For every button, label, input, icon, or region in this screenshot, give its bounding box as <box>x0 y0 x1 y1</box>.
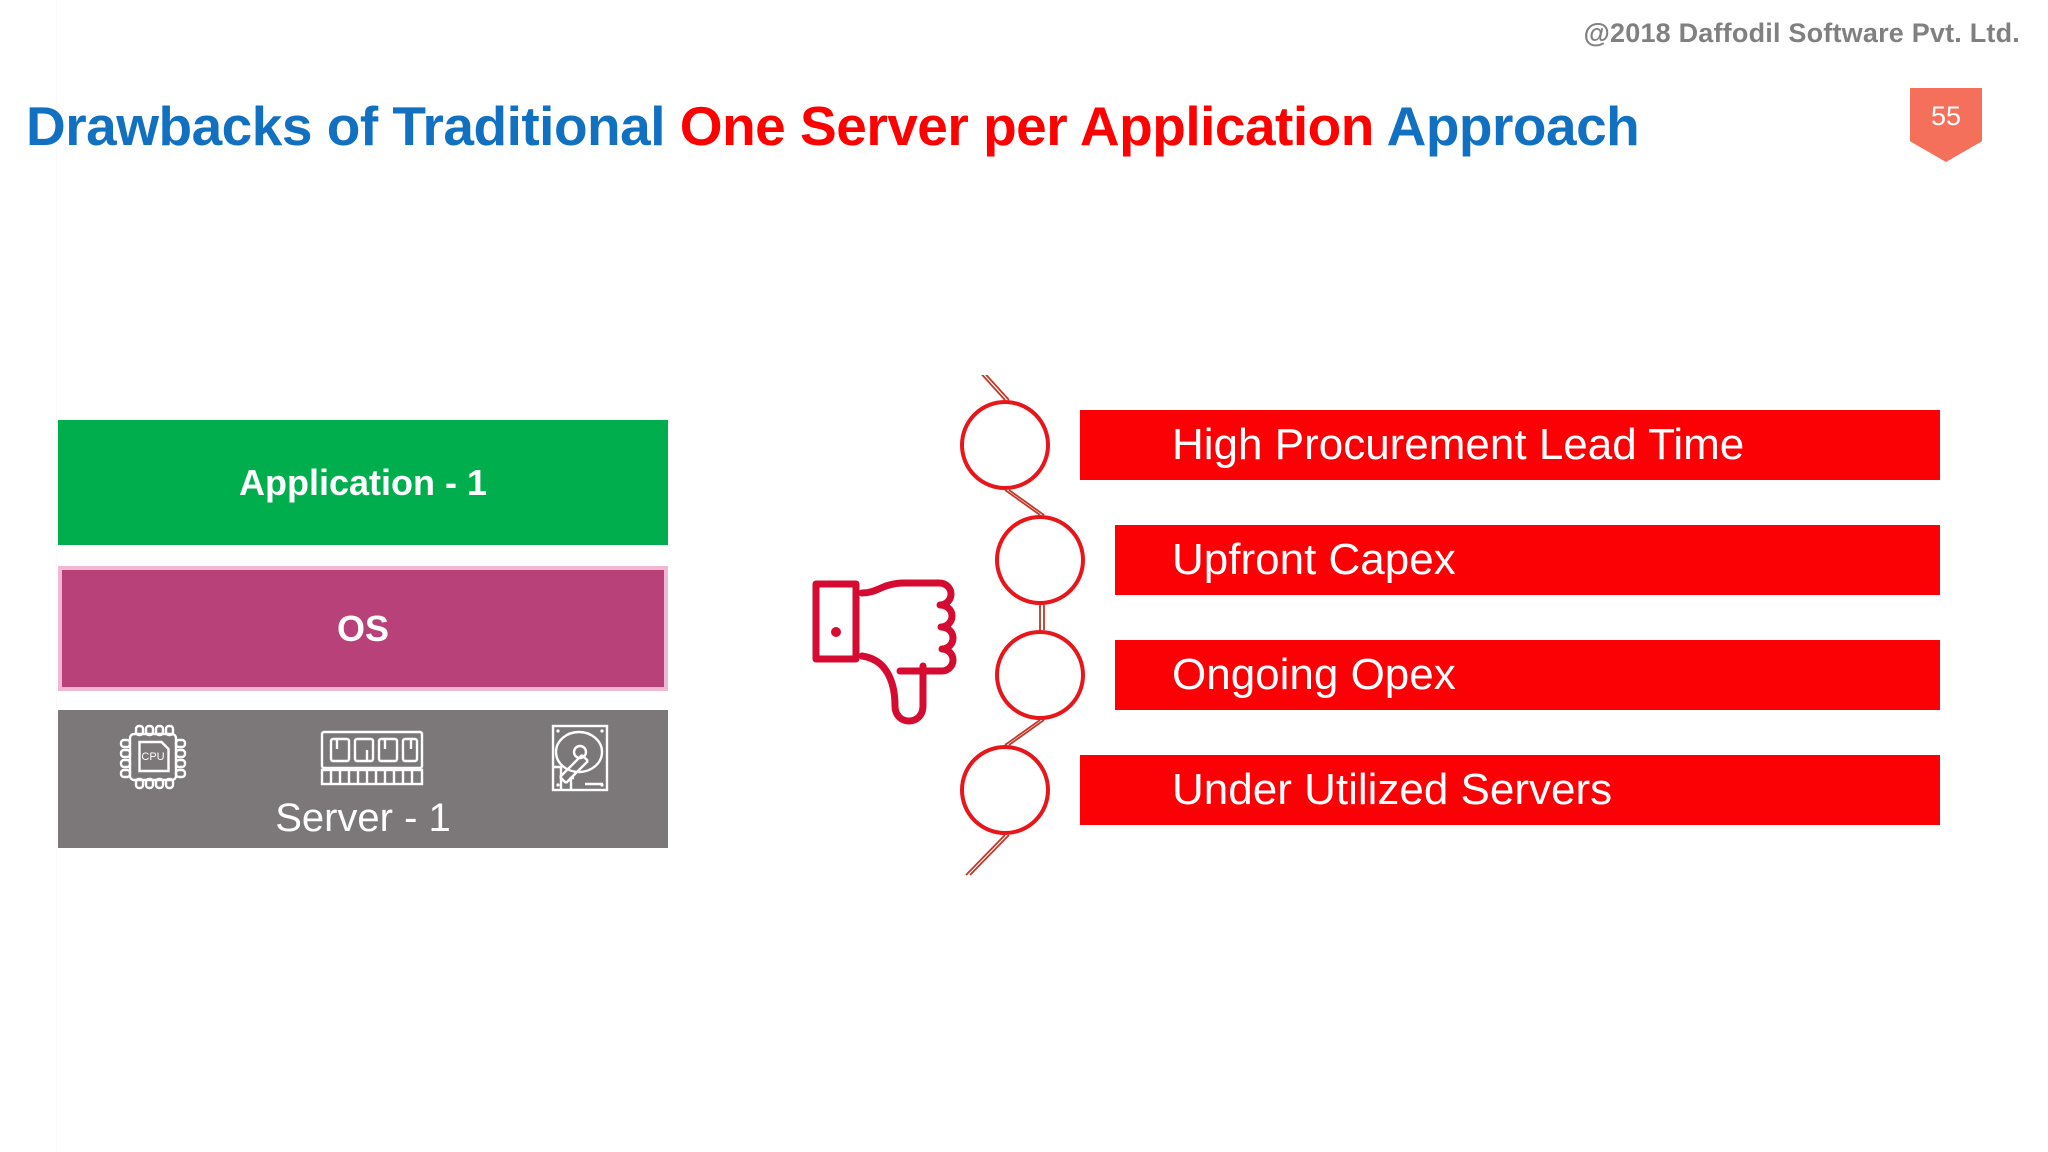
drawback-label: Under Utilized Servers <box>1172 765 1613 814</box>
server-hardware-icons: CPU <box>58 720 668 798</box>
page-number-badge: 55 <box>1910 88 1982 162</box>
drawback-bar: Under Utilized Servers <box>1080 755 1940 825</box>
drawback-bar: Upfront Capex <box>1115 525 1940 595</box>
drawback-bar: High Procurement Lead Time <box>1080 410 1940 480</box>
title-part-red: One Server per Application <box>679 95 1387 157</box>
slide-left-border <box>56 0 57 1152</box>
chain-node-circle <box>995 515 1085 605</box>
ram-icon <box>316 720 424 798</box>
os-box: OS <box>58 566 668 691</box>
application-box: Application - 1 <box>58 420 668 545</box>
title-part-blue-1: Drawbacks of Traditional <box>26 95 680 157</box>
cpu-icon: CPU <box>108 720 198 798</box>
drawback-label: High Procurement Lead Time <box>1172 420 1745 469</box>
thumbs-down-icon <box>805 565 975 725</box>
copyright-text: @2018 Daffodil Software Pvt. Ltd. <box>1583 18 2020 48</box>
chain-node-circle <box>960 400 1050 490</box>
chain-node-circle <box>995 630 1085 720</box>
drawback-label: Ongoing Opex <box>1172 650 1456 699</box>
page-number-text: 55 <box>1930 101 1962 131</box>
title-part-blue-2: Approach <box>1386 95 1640 157</box>
drawback-label: Upfront Capex <box>1172 535 1456 584</box>
server-box: CPU <box>58 710 668 848</box>
os-label: OS <box>336 608 389 649</box>
chain-node-circle <box>960 745 1050 835</box>
cpu-icon-text: CPU <box>141 751 164 763</box>
page-title: Drawbacks of Traditional One Server per … <box>26 94 1640 158</box>
server-label: Server - 1 <box>275 796 451 840</box>
drawback-bar: Ongoing Opex <box>1115 640 1940 710</box>
hard-disk-icon <box>533 720 623 798</box>
drawbacks-chain: High Procurement Lead Time Upfront Capex… <box>960 375 1960 895</box>
application-label: Application - 1 <box>238 462 487 503</box>
chain-connector-line <box>965 375 1045 876</box>
